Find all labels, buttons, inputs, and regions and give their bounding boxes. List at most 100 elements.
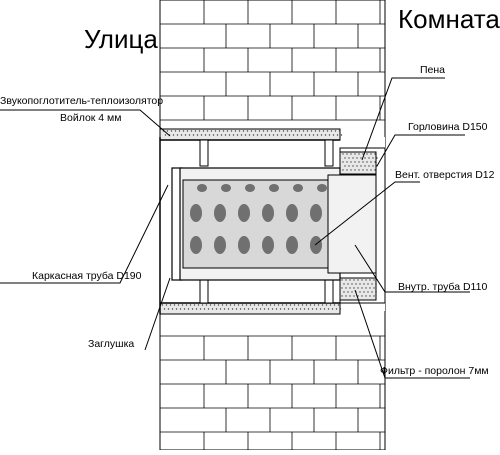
texture-dot xyxy=(373,287,375,289)
texture-dot xyxy=(324,134,327,136)
texture-dot xyxy=(238,130,241,132)
texture-dot xyxy=(209,304,212,306)
texture-dot xyxy=(178,130,181,132)
texture-dot xyxy=(163,308,166,310)
texture-dot xyxy=(236,134,239,136)
texture-dot xyxy=(332,134,335,136)
texture-dot xyxy=(184,134,187,136)
texture-dot xyxy=(356,165,358,167)
texture-dot xyxy=(372,157,374,159)
vent-hole xyxy=(238,204,250,222)
vent-hole xyxy=(317,184,327,192)
texture-dot xyxy=(296,134,299,136)
texture-dot xyxy=(270,130,273,132)
texture-dot xyxy=(362,169,364,171)
texture-dot xyxy=(314,130,317,132)
texture-dot xyxy=(343,283,345,285)
texture-dot xyxy=(267,308,270,310)
texture-dot xyxy=(259,308,262,310)
texture-dot xyxy=(300,134,303,136)
texture-dot xyxy=(220,134,223,136)
texture-dot xyxy=(174,130,177,132)
texture-dot xyxy=(309,304,312,306)
texture-dot xyxy=(297,304,300,306)
texture-dot xyxy=(370,161,372,163)
texture-dot xyxy=(349,287,351,289)
vent-hole xyxy=(221,184,231,192)
texture-dot xyxy=(265,304,268,306)
vent-hole xyxy=(214,236,226,254)
texture-dot xyxy=(247,308,250,310)
texture-dot xyxy=(348,157,350,159)
insulation-top-texture xyxy=(162,130,343,136)
texture-dot xyxy=(225,304,228,306)
texture-dot xyxy=(219,308,222,310)
texture-dot xyxy=(361,279,363,281)
texture-dot xyxy=(196,134,199,136)
texture-dot xyxy=(190,130,193,132)
texture-dot xyxy=(269,304,272,306)
support-top-right xyxy=(324,139,334,167)
texture-dot xyxy=(279,308,282,310)
texture-dot xyxy=(321,304,324,306)
texture-dot xyxy=(204,134,207,136)
texture-dot xyxy=(369,295,371,297)
texture-dot xyxy=(351,283,353,285)
texture-dot xyxy=(310,130,313,132)
texture-dot xyxy=(234,130,237,132)
texture-dot xyxy=(336,134,339,136)
vent-hole xyxy=(262,236,274,254)
texture-dot xyxy=(266,130,269,132)
texture-dot xyxy=(325,304,328,306)
texture-dot xyxy=(353,287,355,289)
leader-neck xyxy=(376,134,465,167)
texture-dot xyxy=(357,287,359,289)
texture-dot xyxy=(337,304,340,306)
texture-dot xyxy=(175,308,178,310)
texture-dot xyxy=(354,153,356,155)
texture-dot xyxy=(228,134,231,136)
texture-dot xyxy=(338,130,341,132)
texture-dot xyxy=(318,130,321,132)
texture-dot xyxy=(363,283,365,285)
texture-dot xyxy=(268,134,271,136)
texture-dot xyxy=(255,308,258,310)
texture-dot xyxy=(359,283,361,285)
foam-top xyxy=(339,151,377,175)
leader-insulator xyxy=(0,109,171,137)
room-label: Комната xyxy=(398,4,500,34)
texture-dot xyxy=(263,308,266,310)
label-neck: Горловина D150 xyxy=(408,121,488,133)
support-bottom-left xyxy=(199,277,209,304)
texture-dot xyxy=(311,308,314,310)
texture-dot xyxy=(201,304,204,306)
texture-dot xyxy=(161,304,164,306)
texture-dot xyxy=(218,130,221,132)
texture-dot xyxy=(316,134,319,136)
texture-dot xyxy=(306,130,309,132)
texture-dot xyxy=(188,134,191,136)
texture-dot xyxy=(246,130,249,132)
vent-hole xyxy=(269,184,279,192)
leader-lines xyxy=(0,77,470,379)
texture-dot xyxy=(344,157,346,159)
texture-dot xyxy=(374,169,376,171)
texture-dot xyxy=(328,134,331,136)
texture-dot xyxy=(307,308,310,310)
texture-dot xyxy=(293,304,296,306)
texture-dot xyxy=(210,130,213,132)
texture-dot xyxy=(191,308,194,310)
texture-dot xyxy=(312,134,315,136)
texture-dot xyxy=(327,308,330,310)
texture-dot xyxy=(276,134,279,136)
foam-bottom xyxy=(339,277,377,301)
texture-dot xyxy=(295,308,298,310)
label-filter: Фильтр - поролон 7мм xyxy=(380,365,489,377)
texture-dot xyxy=(361,295,363,297)
vent-hole xyxy=(310,236,322,254)
texture-dot xyxy=(223,308,226,310)
texture-dot xyxy=(353,295,355,297)
texture-dot xyxy=(367,291,369,293)
texture-dot xyxy=(365,295,367,297)
